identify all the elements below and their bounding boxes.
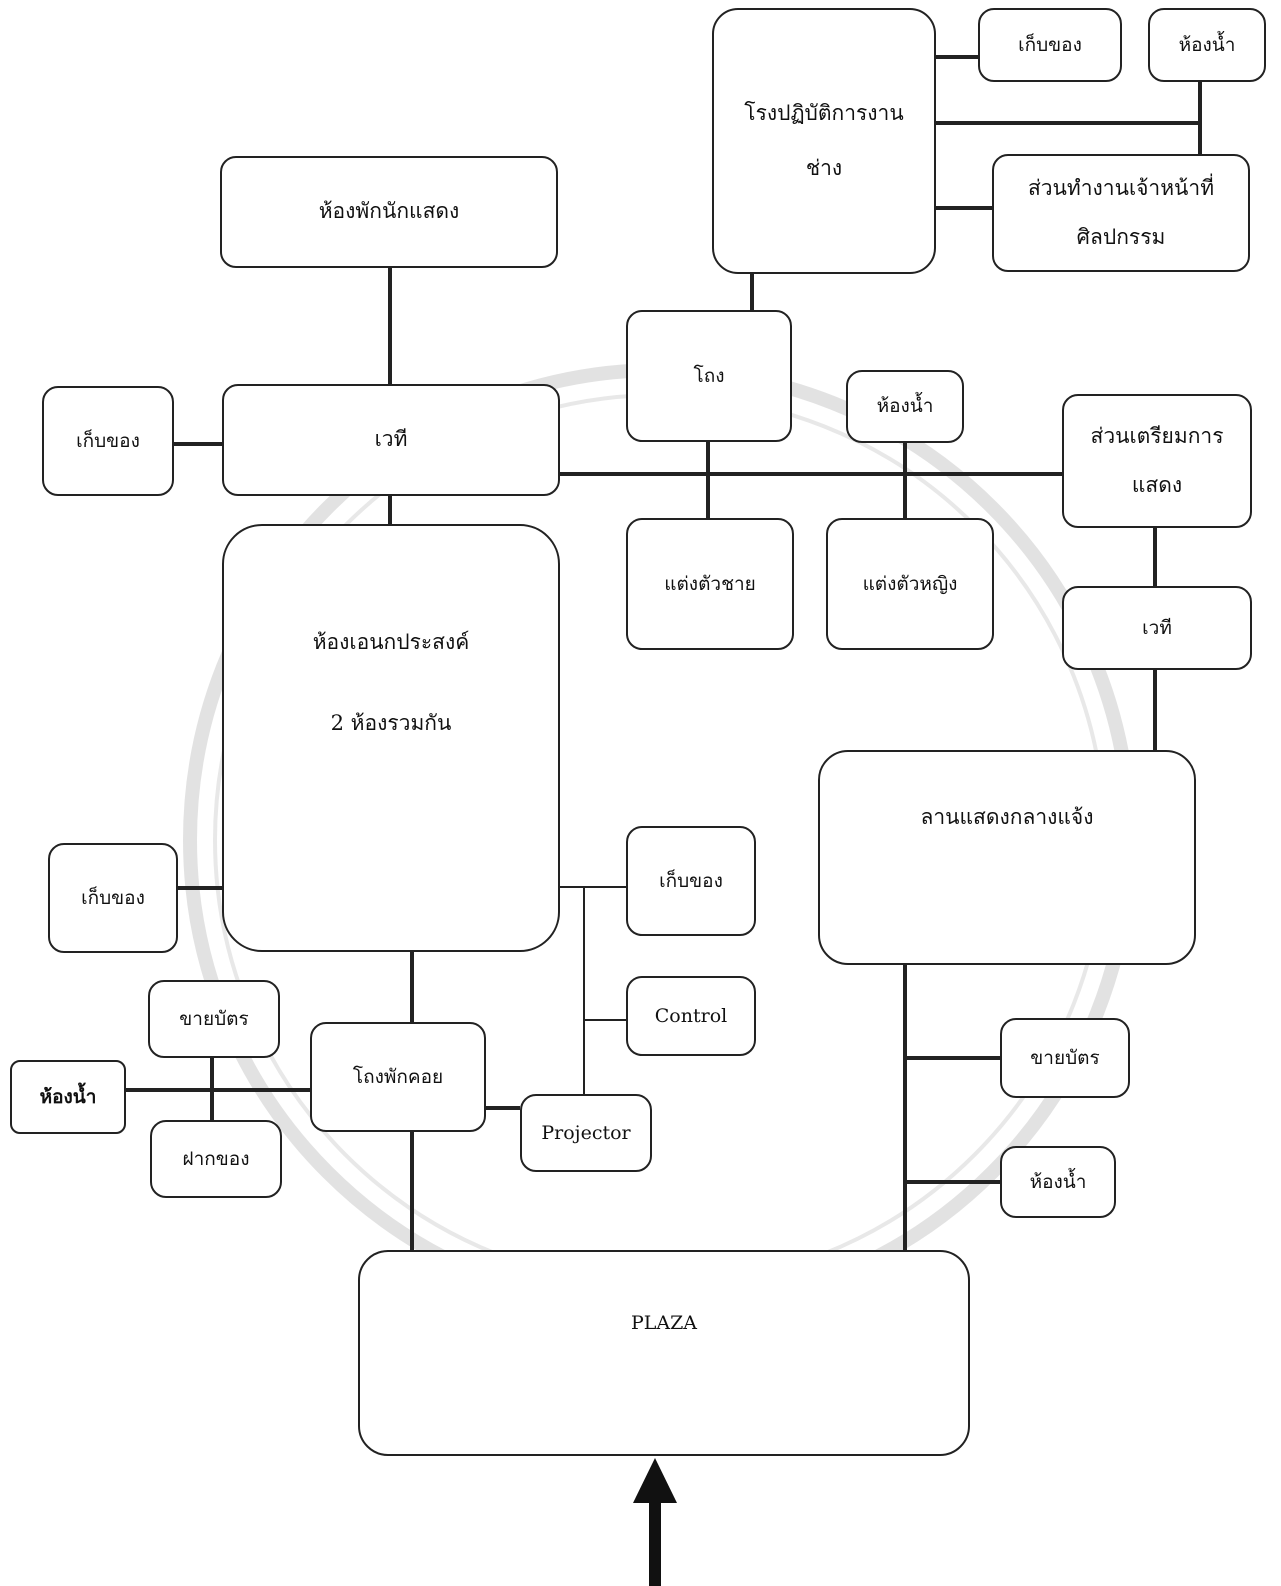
female-dressing-box: แต่งตัวหญิง: [826, 518, 994, 650]
workshop-label-1: โรงปฏิบัติการงาน: [744, 100, 904, 125]
cloakroom-label: ฝากของ: [182, 1147, 250, 1170]
restroom-left-box: ห้องน้ำ: [10, 1060, 126, 1134]
ticket-left-box: ขายบัตร: [148, 980, 280, 1058]
performer-lounge-box: ห้องพักนักแสดง: [220, 156, 558, 268]
hall-storage-label: เก็บของ: [81, 886, 145, 909]
control-box: Control: [626, 976, 756, 1056]
wing-label: โถง: [693, 364, 725, 387]
projector-label: Projector: [541, 1121, 631, 1144]
wing-restroom-label: ห้องน้ำ: [876, 395, 934, 418]
restroom-right-box: ห้องน้ำ: [1000, 1146, 1116, 1218]
hall-storage-box: เก็บของ: [48, 843, 178, 953]
workshop-storage-box: เก็บของ: [978, 8, 1122, 82]
male-dressing-box: แต่งตัวชาย: [626, 518, 794, 650]
workshop-label-2: ช่าง: [805, 156, 843, 180]
art-staff-label-1: ส่วนทำงานเจ้าหน้าที่: [1027, 175, 1215, 200]
control-storage-label: เก็บของ: [659, 869, 723, 892]
stage-storage-box: เก็บของ: [42, 386, 174, 496]
performer-lounge-label: ห้องพักนักแสดง: [318, 199, 460, 224]
workshop-box: โรงปฏิบัติการงาน ช่าง: [712, 8, 936, 274]
ticket-right-label: ขายบัตร: [1030, 1046, 1100, 1069]
male-dressing-label: แต่งตัวชาย: [664, 572, 756, 595]
female-dressing-label: แต่งตัวหญิง: [862, 572, 958, 595]
workshop-restroom-box: ห้องน้ำ: [1148, 8, 1266, 82]
art-staff-label-2: ศิลปกรรม: [1076, 225, 1166, 249]
plaza-box: PLAZA: [358, 1250, 970, 1456]
show-prep-label-1: ส่วนเตรียมการ: [1090, 423, 1224, 448]
open-air-area-box: ลานแสดงกลางแจ้ง: [818, 750, 1196, 965]
workshop-restroom-label: ห้องน้ำ: [1178, 33, 1236, 56]
entry-arrow: [633, 1458, 677, 1586]
restroom-left-label: ห้องน้ำ: [39, 1085, 97, 1108]
control-storage-box: เก็บของ: [626, 826, 756, 936]
show-prep-label-2: แสดง: [1131, 473, 1183, 497]
restroom-right-label: ห้องน้ำ: [1029, 1170, 1087, 1193]
stage-storage-label: เก็บของ: [76, 429, 140, 452]
projector-box: Projector: [520, 1094, 652, 1172]
cloakroom-box: ฝากของ: [150, 1120, 282, 1198]
wing-box: โถง: [626, 310, 792, 442]
multipurpose-label-2: 2 ห้องรวมกัน: [330, 711, 452, 735]
ticket-right-box: ขายบัตร: [1000, 1018, 1130, 1098]
ticket-left-label: ขายบัตร: [179, 1007, 249, 1030]
lobby-label: โถงพักคอย: [352, 1065, 444, 1088]
plaza-label: PLAZA: [630, 1311, 698, 1334]
show-prep-box: ส่วนเตรียมการ แสดง: [1062, 394, 1252, 528]
lobby-box: โถงพักคอย: [310, 1022, 486, 1132]
art-staff-box: ส่วนทำงานเจ้าหน้าที่ ศิลปกรรม: [992, 154, 1250, 272]
wing-restroom-box: ห้องน้ำ: [846, 370, 964, 443]
multipurpose-label-1: ห้องเอนกประสงค์: [312, 629, 470, 654]
multipurpose-room-box: ห้องเอนกประสงค์ 2 ห้องรวมกัน: [222, 524, 560, 952]
open-air-area-label: ลานแสดงกลางแจ้ง: [920, 804, 1094, 829]
stage-label: เวที: [374, 427, 408, 452]
control-label: Control: [654, 1004, 728, 1027]
workshop-storage-label: เก็บของ: [1018, 33, 1082, 56]
outdoor-stage-label: เวที: [1142, 616, 1172, 639]
outdoor-stage-box: เวที: [1062, 586, 1252, 670]
stage-box: เวที: [222, 384, 560, 496]
